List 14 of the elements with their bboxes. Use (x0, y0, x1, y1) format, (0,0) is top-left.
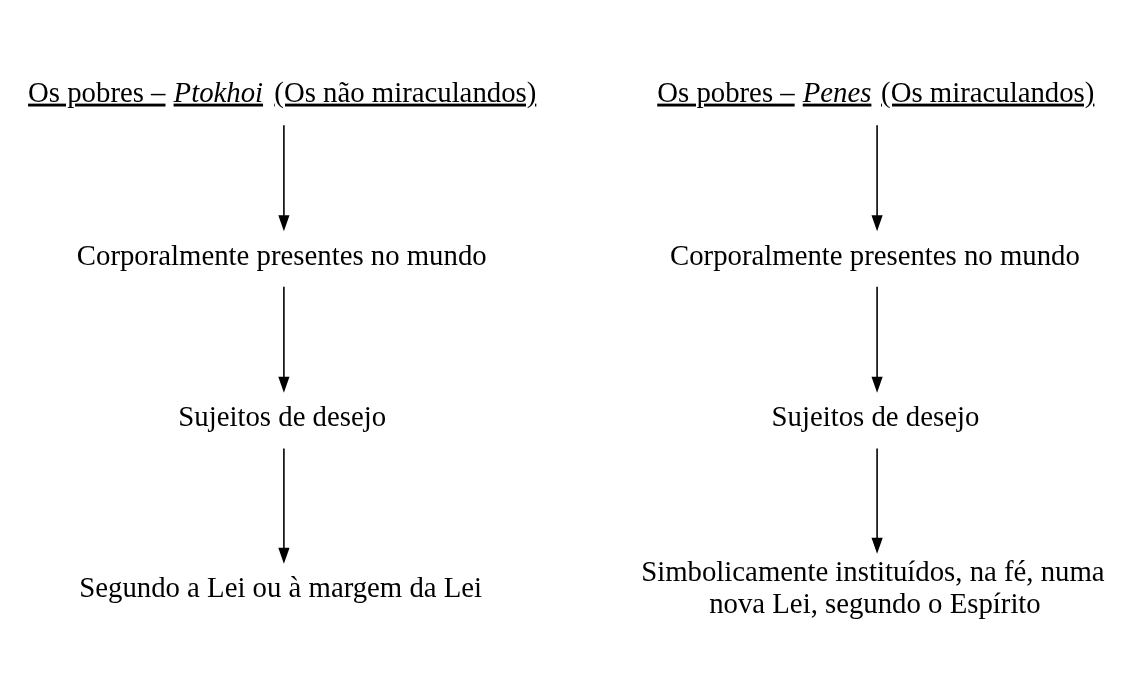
arrow (278, 124, 290, 231)
node-text: Os pobres – Ptokhoi (Os não miraculandos) (28, 75, 537, 108)
node-text: Os pobres – Penes (Os miraculandos) (657, 75, 1095, 108)
arrow (871, 447, 883, 554)
arrow (871, 124, 883, 231)
arrow (278, 447, 290, 564)
node-text: Segundo a Lei ou à margem da Lei (79, 570, 483, 603)
node-text: Sujeitos de desejo (178, 399, 387, 432)
node-text: Corporalmente presentes no mundo (76, 238, 487, 271)
node-text: Sujeitos de desejo (771, 399, 980, 432)
arrow (278, 285, 290, 393)
node-text: Corporalmente presentes no mundo (670, 238, 1080, 271)
arrow (871, 285, 883, 393)
node-text: Simbolicamente instituídos, na fé, numa nova Lei, segundo o Espírito (641, 554, 1105, 619)
